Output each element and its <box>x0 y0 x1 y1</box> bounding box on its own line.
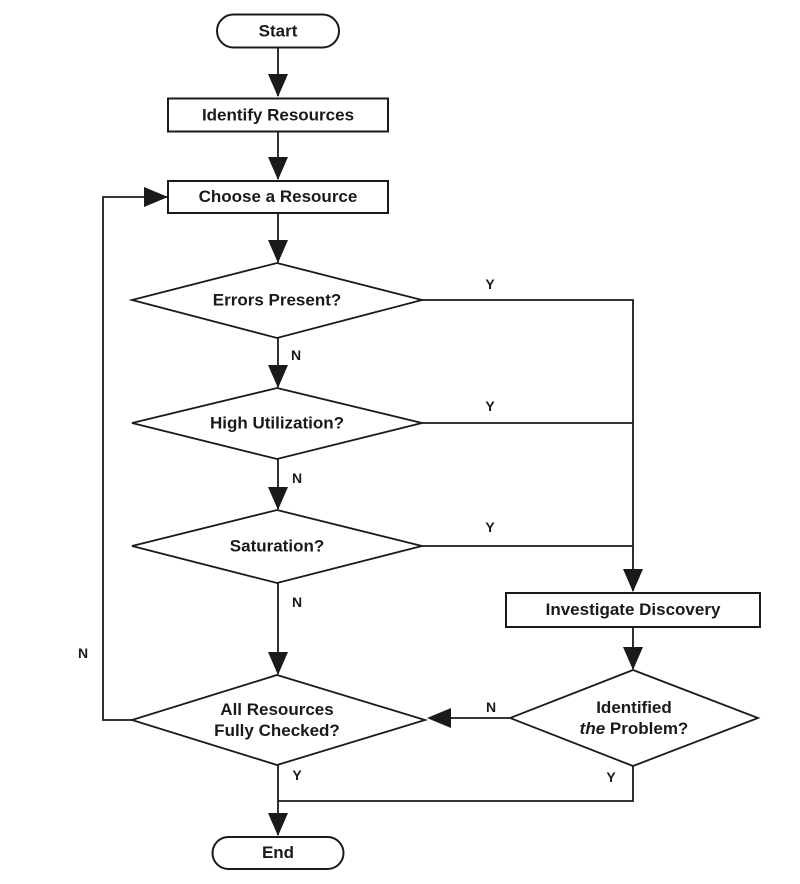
edge-label-high-yes: Y <box>485 398 495 414</box>
node-errors-present-diamond <box>128 262 426 339</box>
arrowhead-into-saturation <box>268 487 288 510</box>
arrowhead-into-allchecked <box>268 652 288 675</box>
node-high-utilization-diamond <box>131 387 423 460</box>
node-all-resources-checked-label: All Resources Fully Checked? <box>214 699 340 741</box>
edge-label-high-no: N <box>291 470 303 486</box>
edge-label-identified-no: N <box>485 699 497 715</box>
identified-problem-line2: the Problem? <box>580 718 689 739</box>
all-resources-line2: Fully Checked? <box>214 721 340 740</box>
arrowhead-into-identify <box>268 74 288 97</box>
edge-errors-yes <box>422 299 634 591</box>
node-identified-problem-label: Identified the Problem? <box>580 697 689 739</box>
edge-label-identified-yes: Y <box>606 769 616 785</box>
node-investigate-discovery-label: Investigate Discovery <box>545 600 721 619</box>
identified-problem-the-italic: the <box>579 719 606 738</box>
edge-label-saturation-yes: Y <box>485 519 495 535</box>
edge-allchecked-no-loop <box>102 196 167 721</box>
node-choose-resource: Choose a Resource <box>167 180 389 214</box>
node-identify-resources: Identify Resources <box>167 97 389 133</box>
arrowhead-into-choose <box>268 157 288 180</box>
node-choose-resource-label: Choose a Resource <box>198 187 358 206</box>
node-end-label: End <box>261 843 295 862</box>
edge-label-saturation-no: N <box>291 594 303 610</box>
arrowhead-into-end <box>268 813 288 836</box>
node-identified-problem-diamond <box>507 669 761 767</box>
node-high-utilization-label: High Utilization? <box>209 413 345 433</box>
all-resources-line1: All Resources <box>220 700 334 719</box>
node-errors-present-label: Errors Present? <box>212 290 342 310</box>
arrowhead-into-identified <box>623 647 643 670</box>
identified-problem-line1: Identified <box>596 698 672 717</box>
arrowhead-into-errors <box>268 240 288 263</box>
node-saturation-label: Saturation? <box>229 536 325 556</box>
node-start: Start <box>216 13 340 49</box>
node-end: End <box>211 836 345 870</box>
node-investigate-discovery: Investigate Discovery <box>505 592 761 628</box>
node-identify-resources-label: Identify Resources <box>201 105 355 124</box>
edge-label-loop-no: N <box>77 645 89 661</box>
edge-label-errors-yes: Y <box>485 276 495 292</box>
identified-problem-rest: Problem? <box>609 719 689 738</box>
arrowhead-into-high <box>268 365 288 388</box>
node-saturation-diamond <box>131 509 423 584</box>
arrowhead-into-investigate <box>623 569 643 592</box>
edge-identified-yes <box>278 766 634 802</box>
arrowhead-loop-into-choose <box>144 187 168 207</box>
node-all-resources-checked-diamond <box>128 674 429 766</box>
node-start-label: Start <box>258 21 298 40</box>
edge-label-allchecked-yes: Y <box>292 767 302 783</box>
arrowhead-identified-no <box>427 708 451 728</box>
edge-label-errors-no: N <box>290 347 302 363</box>
